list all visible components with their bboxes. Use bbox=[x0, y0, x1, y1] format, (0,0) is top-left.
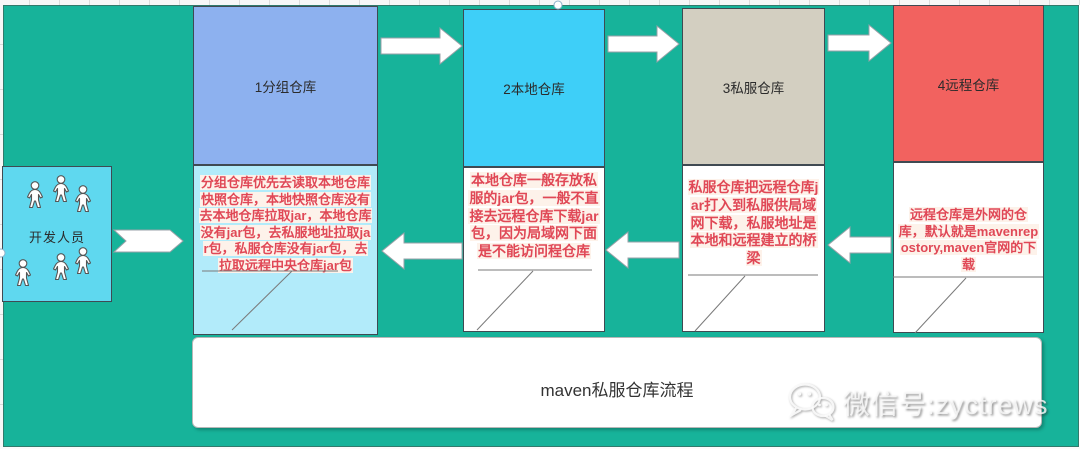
callout-note-local-repo[interactable]: 本地仓库一般存放私服的jar包，一般不直接去远程仓库下载jar包，因为局域网下面… bbox=[463, 167, 605, 332]
callout-note-remote-repo[interactable]: 远程仓库是外网的仓库，默认就是mavenrepostory,maven官网的下载 bbox=[893, 162, 1044, 333]
callout-note-text: 远程仓库是外网的仓库，默认就是mavenrepostory,maven官网的下载 bbox=[897, 207, 1040, 272]
bottom-strip bbox=[0, 447, 1080, 449]
stage-label: 3私服仓库 bbox=[722, 80, 785, 96]
stage-label: 2本地仓库 bbox=[503, 82, 565, 97]
person-icon bbox=[73, 185, 93, 213]
person-icon bbox=[51, 175, 71, 203]
person-icon bbox=[73, 247, 93, 275]
person-icon bbox=[13, 259, 33, 287]
flow-title: maven私服仓库流程 bbox=[540, 381, 694, 400]
wechat-icon bbox=[788, 383, 835, 421]
callout-note-text: 私服仓库把远程仓库jar打入到私服供局域网下载，私服地址是本地和远程建立的桥梁 bbox=[687, 179, 820, 267]
callout-note-text: 分组仓库优先去读取本地仓库快照仓库，本地快照仓库没有去本地仓库拉取jar，本地仓… bbox=[198, 175, 373, 273]
watermark-text: 微信号:zyctrews bbox=[843, 389, 1049, 420]
callout-note-text: 本地仓库一般存放私服的jar包，一般不直接去远程仓库下载jar包，因为局域网下面… bbox=[468, 172, 600, 260]
stage-label: 1分组仓库 bbox=[254, 79, 317, 95]
stage-box-private-repo[interactable]: 3私服仓库 bbox=[682, 8, 825, 165]
watermark: 微信号:zyctrews bbox=[785, 376, 1080, 428]
stage-box-local-repo[interactable]: 2本地仓库 bbox=[463, 9, 605, 167]
developers-label: 开发人员 bbox=[28, 230, 85, 245]
stage-box-group-repo[interactable]: 1分组仓库 bbox=[193, 6, 378, 165]
stage-label: 4远程仓库 bbox=[937, 77, 1000, 93]
callout-note-private-repo[interactable]: 私服仓库把远程仓库jar打入到私服供局域网下载，私服地址是本地和远程建立的桥梁 bbox=[682, 165, 825, 332]
callout-note-group-repo[interactable]: 分组仓库优先去读取本地仓库快照仓库，本地快照仓库没有去本地仓库拉取jar，本地仓… bbox=[193, 165, 378, 335]
stage-box-remote-repo[interactable]: 4远程仓库 bbox=[893, 5, 1044, 162]
flow-title-bar[interactable]: maven私服仓库流程 bbox=[192, 337, 1042, 428]
person-icon bbox=[25, 181, 45, 209]
developers-box[interactable]: 开发人员 bbox=[2, 166, 112, 302]
ruler-top bbox=[0, 0, 1080, 5]
ruler-left bbox=[0, 0, 3, 449]
person-icon bbox=[51, 253, 71, 281]
